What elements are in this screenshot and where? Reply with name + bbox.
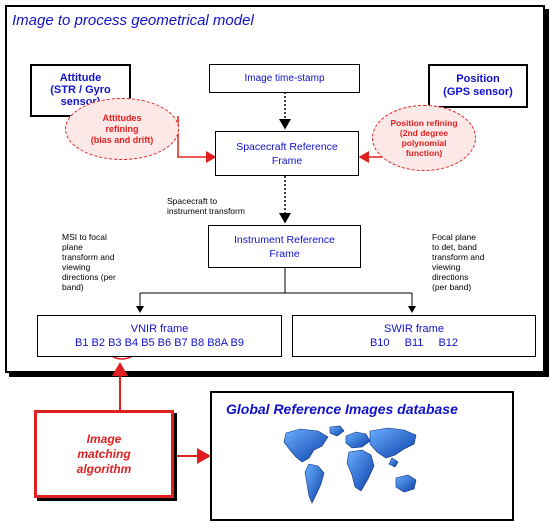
- matching-line2: matching: [77, 446, 131, 461]
- band-b3: B3: [108, 337, 122, 349]
- band-b8a: B8A: [207, 337, 228, 349]
- vnir-band-list: B1 B2 B3 B4 B5 B6 B7 B8 B8A B9: [75, 336, 244, 350]
- matching-line3: algorithm: [76, 461, 132, 476]
- msi-note-line: directions (per: [62, 272, 116, 282]
- msi-note-line: band): [62, 282, 84, 292]
- instrument-frame-line1: Instrument Reference: [234, 233, 335, 246]
- band-b11: B11: [404, 337, 424, 349]
- band-b12: B12: [438, 337, 459, 349]
- position-box: Position (GPS sensor): [428, 64, 528, 108]
- swir-frame-box: SWIR frame B10 B11 B12: [292, 315, 536, 357]
- band-b2: B2: [91, 337, 106, 349]
- spacecraft-frame-box: Spacecraft Reference Frame: [215, 131, 359, 176]
- attitude-refining-line1: Attitudes: [102, 112, 142, 123]
- panel-title: Image to process geometrical model: [12, 12, 254, 29]
- swir-frame-title: SWIR frame: [384, 323, 444, 335]
- position-refining-line3: polynomial: [401, 138, 447, 148]
- spacecraft-transform-note: Spacecraft to instrument transform: [167, 196, 245, 216]
- focal-note-line: to det, band: [432, 242, 477, 252]
- timestamp-label: Image time-stamp: [244, 73, 325, 84]
- focal-note-line: directions: [432, 272, 469, 282]
- attitude-refining-line2: refining: [105, 123, 139, 134]
- position-refining-ellipse: Position refining (2nd degree polynomial…: [372, 105, 476, 171]
- msi-transform-note: MSI to focal plane transform and viewing…: [62, 232, 116, 292]
- band-b10: B10: [369, 337, 390, 349]
- position-subtitle: (GPS sensor): [443, 86, 513, 98]
- band-b6: B6: [157, 337, 172, 349]
- timestamp-box: Image time-stamp: [209, 64, 360, 93]
- focal-note-line: transform and: [432, 252, 485, 262]
- swir-band-list: B10 B11 B12: [370, 336, 458, 350]
- band-b9: B9: [230, 337, 244, 349]
- band-b8: B8: [190, 337, 205, 349]
- msi-note-line: viewing: [62, 262, 91, 272]
- position-refining-line2: (2nd degree: [399, 128, 449, 138]
- focal-note-line: viewing: [432, 262, 461, 272]
- instrument-frame-box: Instrument Reference Frame: [208, 225, 361, 268]
- band-b7: B7: [174, 337, 188, 349]
- attitude-title: Attitude: [59, 72, 102, 84]
- spacecraft-transform-line1: Spacecraft to: [167, 196, 218, 206]
- vnir-frame-box: VNIR frame B1 B2 B3 B4 B5 B6 B7 B8 B8A B…: [37, 315, 282, 357]
- msi-note-line: plane: [62, 242, 83, 252]
- matching-algorithm-box: Image matching algorithm: [34, 410, 174, 498]
- attitude-refining-ellipse: Attitudes refining (bias and drift): [65, 98, 179, 160]
- position-refining-line1: Position refining: [390, 118, 458, 128]
- matching-line1: Image: [86, 431, 122, 446]
- position-title: Position: [456, 73, 500, 85]
- band-b5: B5: [141, 337, 155, 349]
- instrument-frame-line2: Frame: [269, 247, 300, 260]
- global-database-title: Global Reference Images database: [226, 401, 458, 417]
- position-refining-line4: function): [405, 148, 443, 158]
- attitude-refining-line3: (bias and drift): [90, 134, 154, 145]
- focal-note-line: Focal plane: [432, 232, 476, 242]
- vnir-frame-title: VNIR frame: [130, 323, 189, 335]
- band-b4: B4: [124, 337, 139, 349]
- spacecraft-frame-line2: Frame: [271, 154, 303, 167]
- spacecraft-frame-line1: Spacecraft Reference: [236, 140, 338, 153]
- band-b1: B1: [75, 337, 89, 349]
- msi-note-line: transform and: [62, 252, 115, 262]
- focal-note-line: (per band): [432, 282, 472, 292]
- msi-note-line: MSI to focal: [62, 232, 107, 242]
- attitude-subtitle: (STR / Gyro: [50, 84, 111, 96]
- focal-plane-note: Focal plane to det, band transform and v…: [432, 232, 484, 292]
- spacecraft-transform-line2: instrument transform: [167, 206, 245, 216]
